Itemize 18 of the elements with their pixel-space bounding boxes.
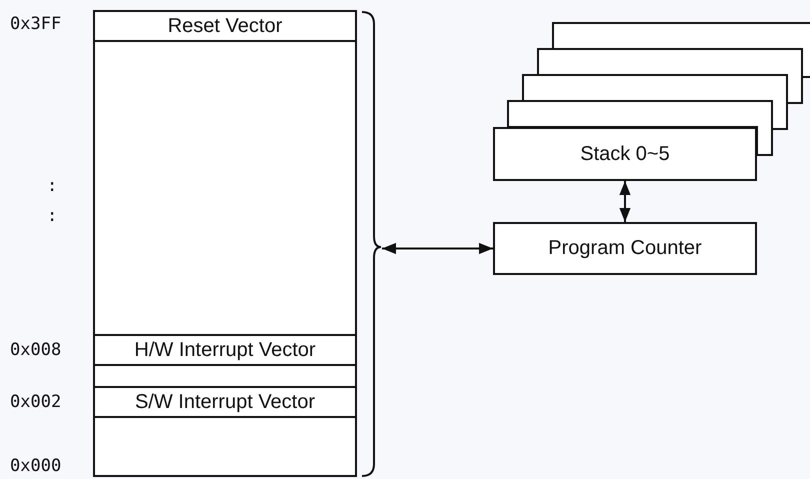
address-label: 0x000 xyxy=(10,456,62,476)
address-label: 0x008 xyxy=(10,340,62,360)
cell-label: Stack 0~5 xyxy=(580,142,670,166)
register-box xyxy=(493,127,757,181)
address-label: 0x3FF xyxy=(10,14,62,34)
ellipsis-dots: : xyxy=(47,176,58,196)
cell-label: S/W Interrupt Vector xyxy=(134,390,316,414)
double-arrow xyxy=(619,181,631,222)
register-box xyxy=(493,222,757,275)
memory-cell xyxy=(93,386,357,418)
address-label: 0x002 xyxy=(10,392,62,412)
double-arrow xyxy=(382,242,493,254)
cell-label: H/W Interrupt Vector xyxy=(134,338,316,362)
cell-label: Program Counter xyxy=(548,237,702,260)
ellipsis-dots: : xyxy=(47,206,58,226)
memory-map-box xyxy=(93,10,357,477)
cell-label: Reset Vector xyxy=(168,14,282,38)
memory-cell xyxy=(93,334,357,366)
